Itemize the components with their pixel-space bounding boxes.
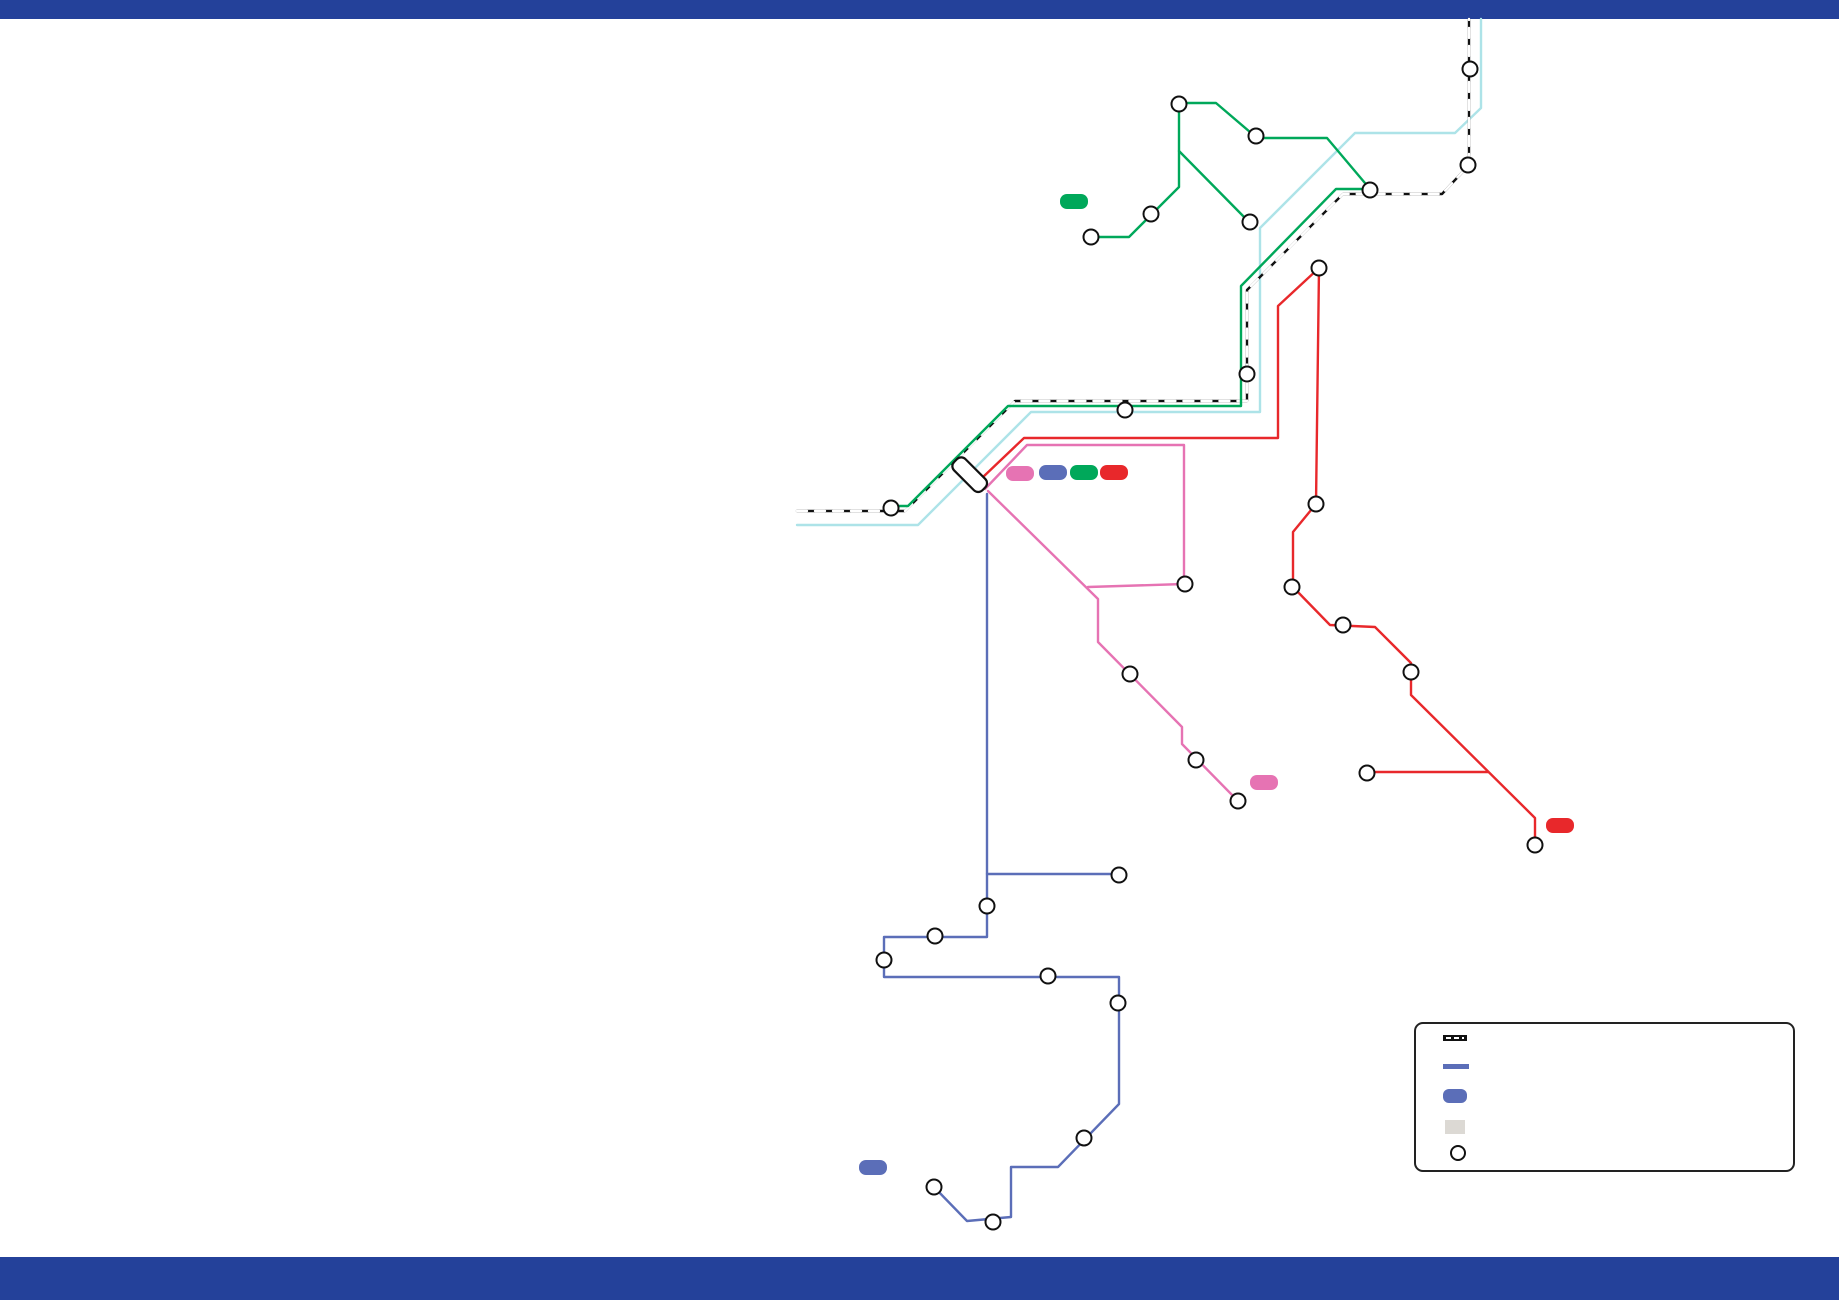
- railway-line: [795, 17, 1471, 513]
- station-circle-icon[interactable]: [1142, 205, 1160, 223]
- station-circle-icon[interactable]: [1238, 365, 1256, 383]
- station-circle-icon[interactable]: [1461, 60, 1479, 78]
- legend-item-rail: [1443, 1035, 1467, 1041]
- station-circle-icon[interactable]: [1247, 127, 1265, 145]
- route-badge-icon[interactable]: [1250, 775, 1278, 790]
- river: [795, 17, 1483, 527]
- station-circle-icon[interactable]: [875, 951, 893, 969]
- route-badge-icon[interactable]: [1100, 465, 1128, 480]
- station-circle-icon[interactable]: [1229, 792, 1247, 810]
- route-badge-icon[interactable]: [859, 1160, 887, 1175]
- station-circle-icon[interactable]: [1310, 259, 1328, 277]
- top-band: [0, 0, 1839, 19]
- station-circle-icon[interactable]: [1116, 401, 1134, 419]
- route-line-icon: [1443, 1064, 1469, 1069]
- station-circle-icon[interactable]: [925, 1178, 943, 1196]
- route-badge-icon[interactable]: [1070, 465, 1098, 480]
- red-route: [980, 266, 1537, 847]
- station-circle-icon[interactable]: [1459, 156, 1477, 174]
- station-circle-icon[interactable]: [1402, 663, 1420, 681]
- station-circle-icon: [1450, 1145, 1466, 1161]
- route-badge-icon[interactable]: [1546, 818, 1574, 833]
- legend-item-area: [1445, 1120, 1465, 1134]
- station-circle-icon[interactable]: [1170, 95, 1188, 113]
- station-circle-icon[interactable]: [1187, 751, 1205, 769]
- route-badge-icon[interactable]: [1060, 194, 1088, 209]
- station-circle-icon[interactable]: [926, 927, 944, 945]
- station-circle-icon[interactable]: [1176, 575, 1194, 593]
- area-swatch-icon: [1445, 1120, 1465, 1134]
- station-circle-icon[interactable]: [1082, 228, 1100, 246]
- station-circle-icon[interactable]: [984, 1213, 1002, 1231]
- bottom-band: [0, 1257, 1839, 1300]
- legend-item-route: [1443, 1064, 1469, 1069]
- stations: [875, 60, 1544, 1231]
- station-circle-icon[interactable]: [1334, 616, 1352, 634]
- legend: [1414, 1022, 1795, 1172]
- station-circle-icon[interactable]: [1121, 665, 1139, 683]
- station-circle-icon[interactable]: [1358, 764, 1376, 782]
- station-circle-icon[interactable]: [882, 499, 900, 517]
- station-circle-icon[interactable]: [1283, 578, 1301, 596]
- station-circle-icon[interactable]: [1109, 994, 1127, 1012]
- station-circle-icon[interactable]: [1075, 1129, 1093, 1147]
- station-circle-icon[interactable]: [1110, 866, 1128, 884]
- route-badge-icon[interactable]: [1006, 466, 1034, 481]
- legend-item-station: [1450, 1145, 1466, 1161]
- station-circle-icon[interactable]: [1526, 836, 1544, 854]
- route-badge-icon[interactable]: [1039, 465, 1067, 480]
- station-circle-icon[interactable]: [1361, 181, 1379, 199]
- interchange-route-badges: [1006, 465, 1128, 481]
- station-circle-icon[interactable]: [978, 897, 996, 915]
- station-circle-icon[interactable]: [1241, 213, 1259, 231]
- pink-route: [983, 443, 1239, 802]
- legend-item-badge: [1443, 1089, 1467, 1103]
- interchange-capsule-icon[interactable]: [950, 455, 990, 495]
- route-badge-icon: [1443, 1089, 1467, 1103]
- station-circle-icon[interactable]: [1039, 967, 1057, 985]
- blue-route: [882, 492, 1121, 1223]
- legend-box: [1414, 1022, 1795, 1172]
- station-circle-icon[interactable]: [1307, 495, 1325, 513]
